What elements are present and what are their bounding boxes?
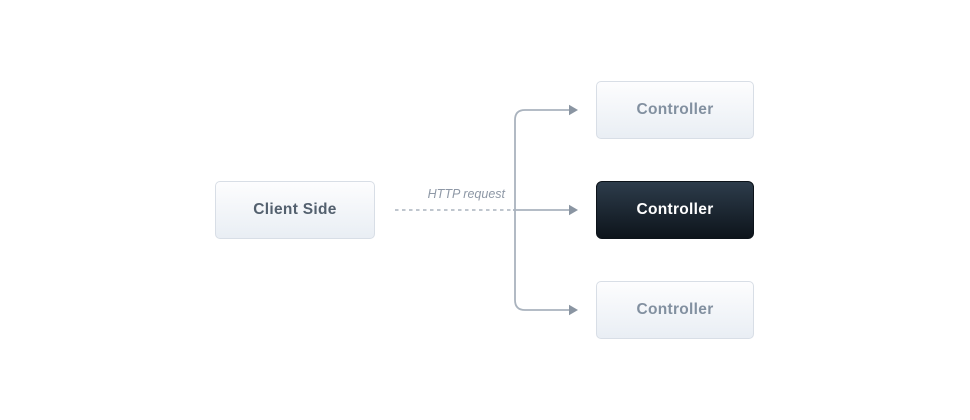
client-side-node: Client Side xyxy=(215,181,375,239)
arrowhead-bottom-icon xyxy=(569,304,578,316)
controller-middle-label: Controller xyxy=(636,201,714,218)
branch-connector-line xyxy=(514,109,570,311)
arrowhead-middle-icon xyxy=(569,204,578,216)
controller-node-top: Controller xyxy=(596,81,754,139)
controller-node-middle-highlighted: Controller xyxy=(596,181,754,239)
arrowhead-top-icon xyxy=(569,104,578,116)
http-request-edge-label: HTTP request xyxy=(427,187,505,201)
controller-bottom-label: Controller xyxy=(636,301,714,318)
controller-node-bottom: Controller xyxy=(596,281,754,339)
controller-top-label: Controller xyxy=(636,101,714,118)
client-side-label: Client Side xyxy=(253,201,337,218)
